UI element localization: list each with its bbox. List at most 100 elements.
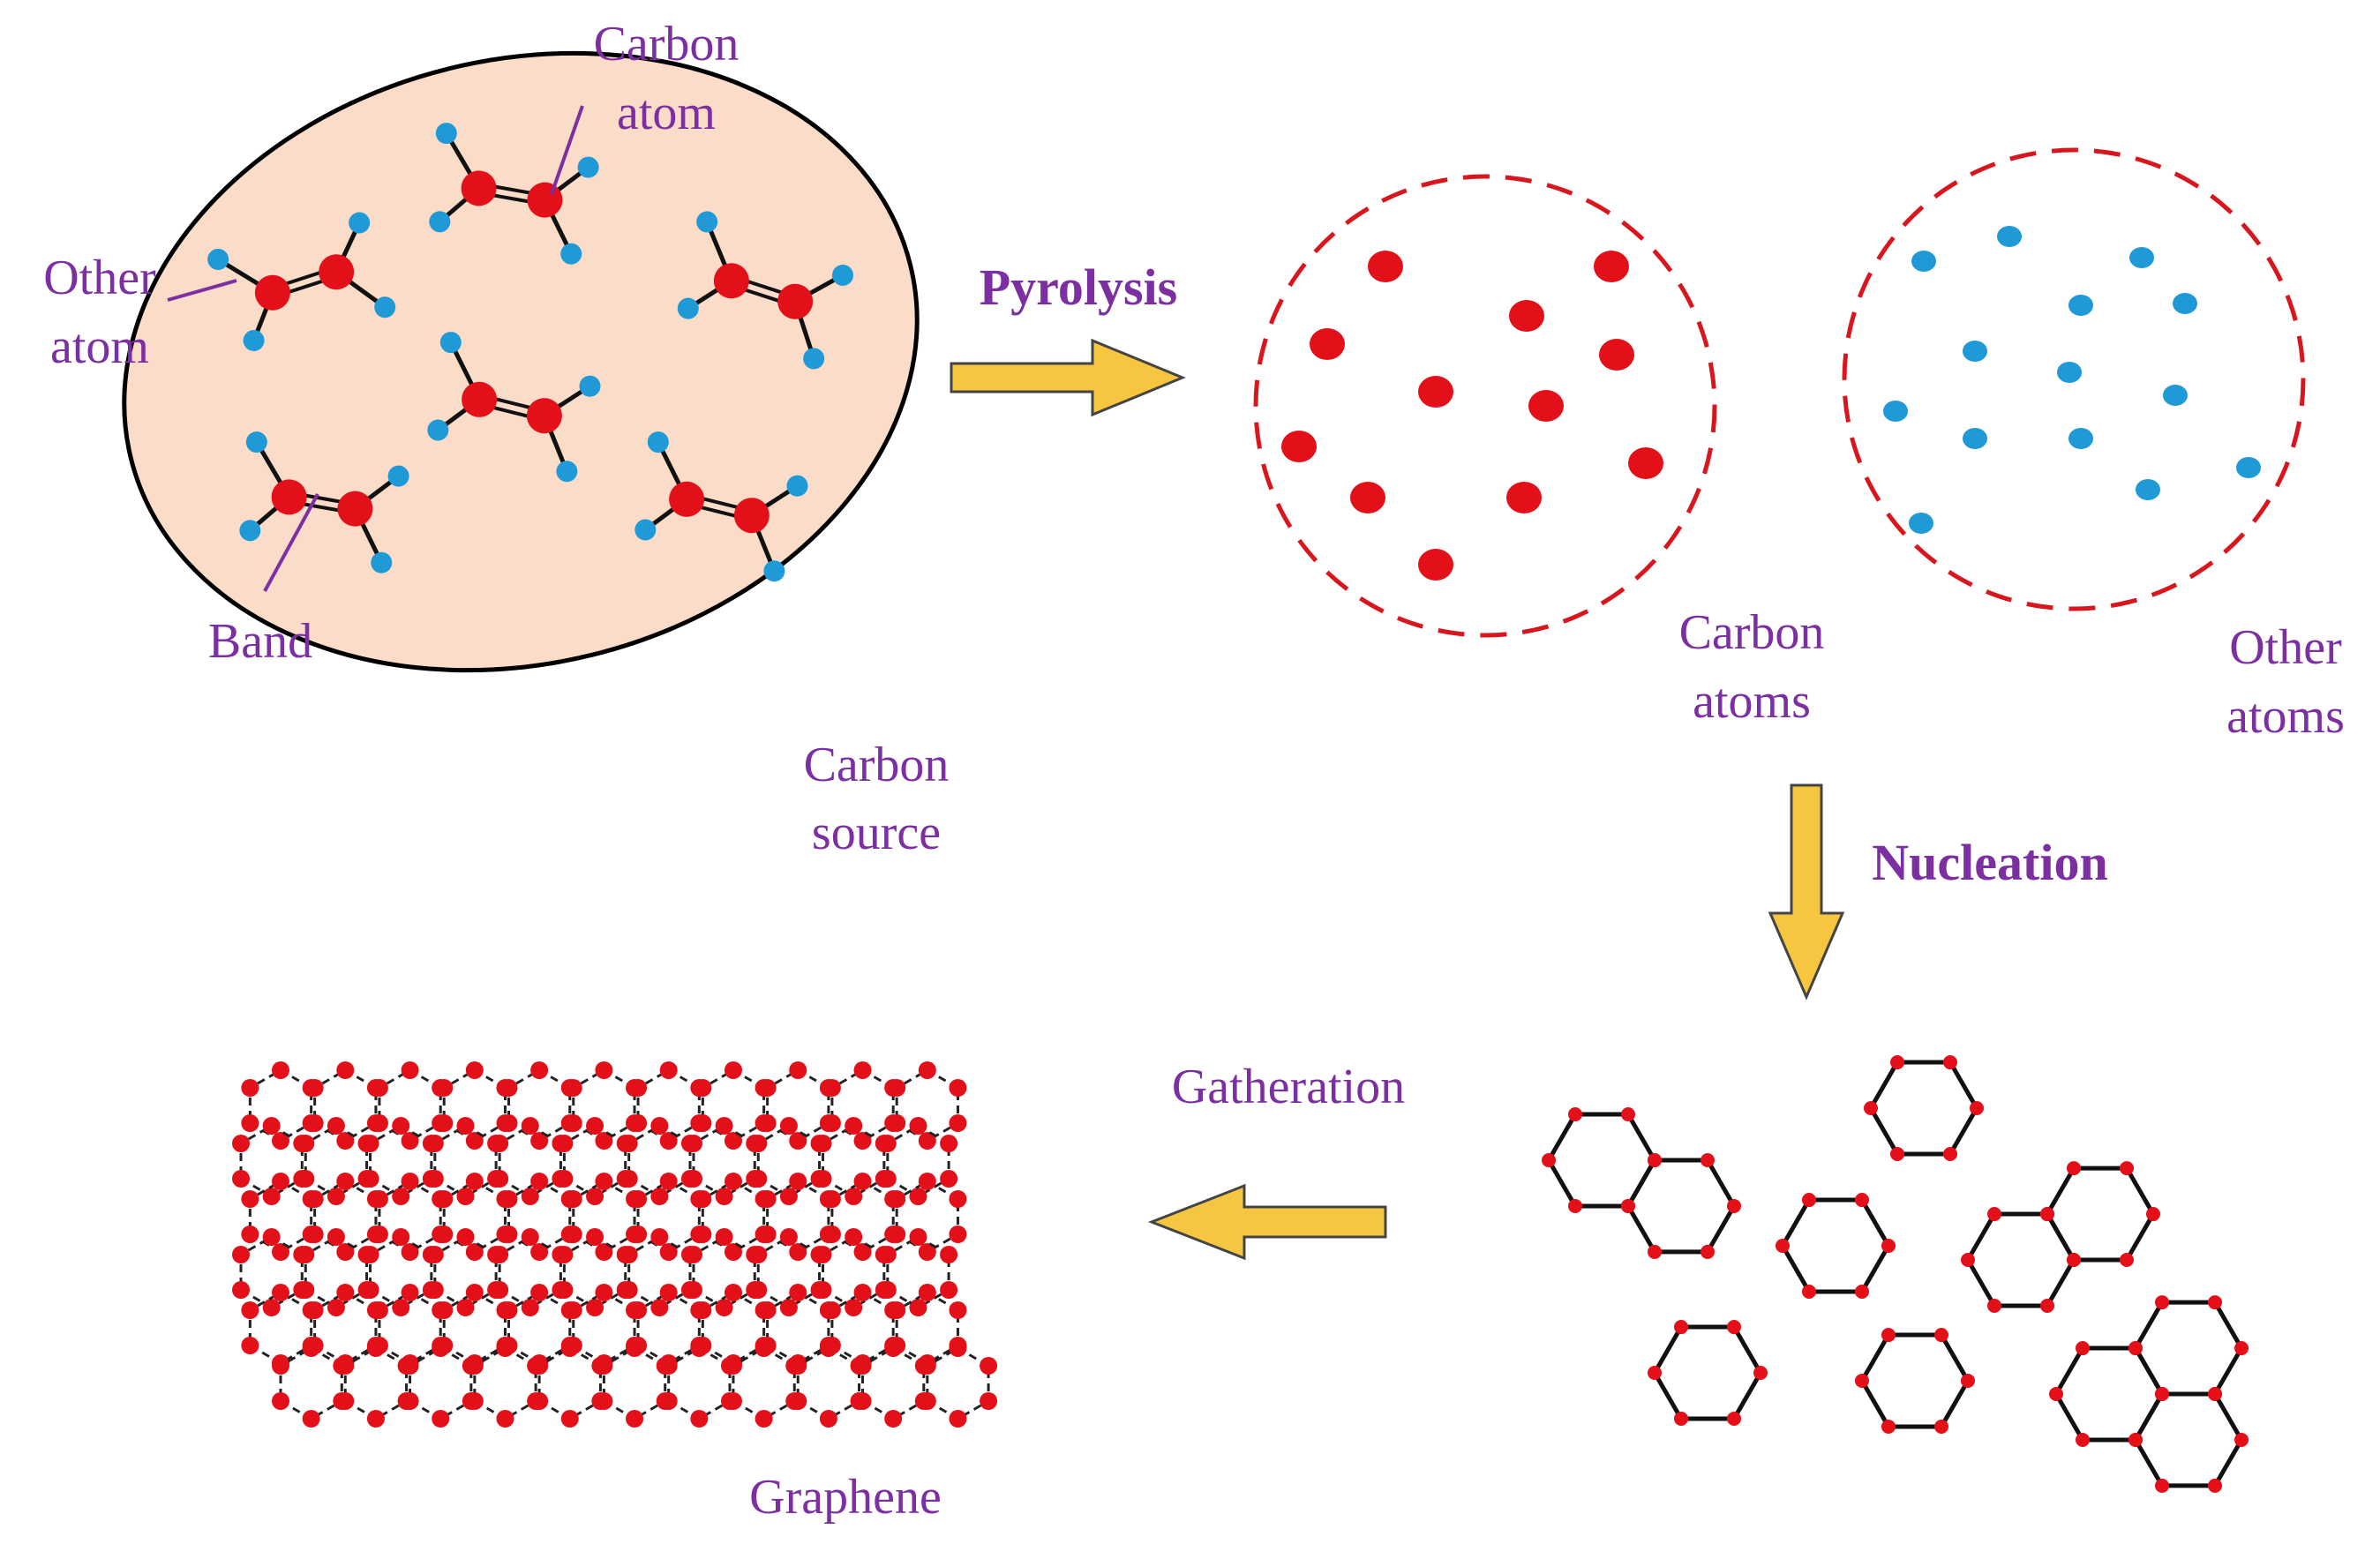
graphene-hexagon [830, 1068, 895, 1143]
other-atom-dot [2163, 385, 2188, 406]
graphene-carbon [361, 1281, 379, 1299]
carbon-atom [254, 274, 290, 311]
graphene-carbon [425, 1246, 444, 1263]
graphene-carbon [684, 1281, 702, 1299]
graphene-carbon [595, 1061, 613, 1079]
graphene-carbon [619, 1246, 638, 1263]
graphene-carbon [530, 1173, 549, 1190]
carbon-node [1701, 1244, 1715, 1259]
molecule [207, 212, 396, 351]
graphene-carbon [465, 1132, 484, 1150]
carbon-node [2146, 1207, 2160, 1222]
graphene-carbon [305, 1114, 324, 1132]
carbon-atoms-label-2: atoms [1693, 674, 1811, 729]
carbon-node [1855, 1193, 1869, 1208]
carbon-atom-dot [1310, 328, 1345, 360]
graphene-carbon [845, 1299, 863, 1316]
carbon-node [2040, 1298, 2054, 1313]
graphene-carbon [456, 1299, 475, 1316]
gatheration-label: Gatheration [1172, 1060, 1405, 1114]
graphene-hexagon [378, 1068, 442, 1143]
graphene-carbon [336, 1061, 355, 1079]
hexagon-ring [1546, 1112, 1657, 1209]
graphene-carbon [758, 1225, 777, 1243]
graphene-carbon [465, 1284, 484, 1301]
graphene-carbon [392, 1188, 410, 1205]
graphene-carbon [297, 1281, 315, 1299]
graphene-carbon [918, 1132, 936, 1150]
carbon-node [2040, 1207, 2054, 1222]
graphene-carbon [555, 1246, 574, 1263]
graphene-lattice [232, 1061, 998, 1428]
hexagon-ring [1780, 1197, 1891, 1294]
carbon-node [1727, 1320, 1741, 1335]
graphene-carbon [262, 1299, 281, 1316]
graphene-carbon [724, 1243, 742, 1261]
graphene-carbon [499, 1301, 518, 1319]
carbon-atom [526, 398, 562, 434]
graphene-carbon [940, 1281, 958, 1299]
graphene-carbon [262, 1117, 281, 1135]
graphene-carbon [884, 1410, 903, 1428]
graphene-carbon [262, 1228, 281, 1246]
graphene-carbon [595, 1392, 613, 1410]
graphene-carbon [888, 1301, 906, 1319]
carbon-node [1621, 1107, 1635, 1122]
other-atom-dot [1963, 428, 1987, 449]
carbon-node [1568, 1198, 1582, 1213]
graphene-carbon [401, 1284, 419, 1301]
graphene-carbon [336, 1173, 355, 1190]
graphene-carbon [401, 1061, 419, 1079]
graphene-carbon [758, 1079, 777, 1097]
other-atom-dot [1911, 251, 1936, 272]
pyrolysis-arrow [950, 338, 1186, 417]
carbon-node [1802, 1193, 1816, 1208]
carbon-atom [733, 498, 770, 534]
carbon-node [2208, 1295, 2222, 1310]
graphene-carbon [749, 1135, 768, 1152]
graphene-carbon [496, 1410, 514, 1428]
graphene-carbon [779, 1299, 798, 1316]
graphene-carbon [659, 1392, 678, 1410]
graphene-carbon [336, 1357, 355, 1375]
other-atom [427, 419, 449, 441]
graphene-carbon [564, 1190, 582, 1208]
graphene-carbon [888, 1190, 906, 1208]
graphene-carbon [560, 1410, 579, 1428]
carbon-source-label: Carbon [804, 738, 950, 792]
graphene-carbon [724, 1357, 742, 1375]
carbon-node [1890, 1055, 1904, 1070]
graphene-carbon [694, 1114, 712, 1132]
graphene-carbon [401, 1357, 419, 1375]
graphene-carbon [940, 1246, 958, 1263]
graphene-carbon [401, 1173, 419, 1190]
carbon-atom [713, 263, 749, 299]
graphene-hexagon [248, 1068, 313, 1143]
graphene-carbon [272, 1357, 289, 1375]
carbon-node [1864, 1101, 1878, 1115]
graphene-carbon [949, 1410, 967, 1428]
graphene-carbon [555, 1170, 574, 1188]
graphene-carbon [555, 1281, 574, 1299]
carbon-node [2120, 1161, 2134, 1176]
other-atom [560, 243, 582, 265]
graphene-carbon [499, 1190, 518, 1208]
graphene-carbon [370, 1301, 388, 1319]
carbon-atom [337, 491, 373, 527]
graphene-carbon [789, 1061, 807, 1079]
other-atom [207, 248, 229, 270]
graphene-carbon [918, 1173, 936, 1190]
graphene-carbon [370, 1114, 388, 1132]
graphene-carbon [272, 1061, 289, 1079]
graphene-carbon [629, 1301, 648, 1319]
graphene-carbon [305, 1190, 324, 1208]
graphene-carbon [789, 1243, 807, 1261]
graphene-carbon [560, 1339, 579, 1357]
molecule [427, 332, 601, 483]
carbon-node [1943, 1055, 1957, 1070]
graphene-carbon [595, 1243, 613, 1261]
graphene-hexagon [507, 1068, 572, 1143]
graphene-carbon [465, 1061, 484, 1079]
carbon-node [1674, 1411, 1688, 1426]
graphene-carbon [626, 1410, 644, 1428]
